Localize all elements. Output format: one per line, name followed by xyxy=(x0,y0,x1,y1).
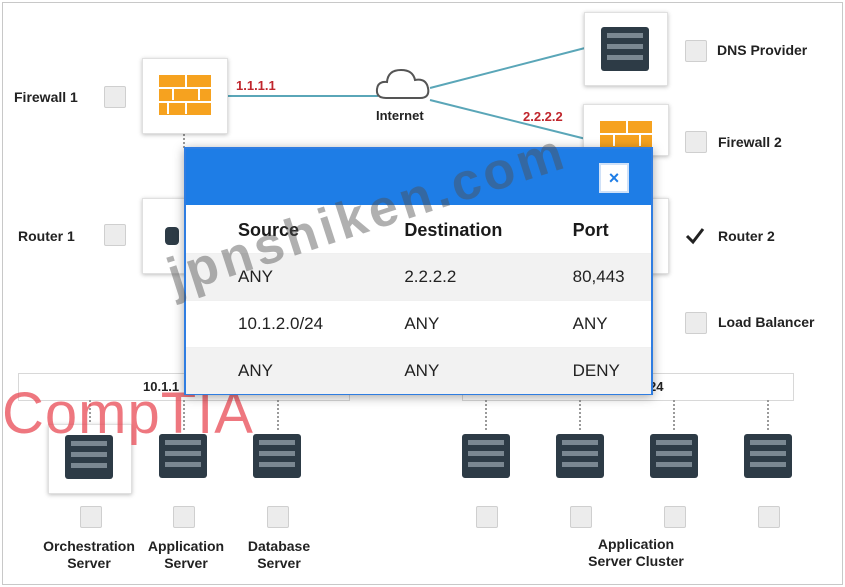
orchestration-server-node xyxy=(48,424,132,494)
application-server-icon xyxy=(159,434,207,478)
subnet-left-label: 10.1.1 xyxy=(143,379,180,394)
server-icon xyxy=(601,27,649,71)
firewall1-label: Firewall 1 xyxy=(14,89,78,105)
drop-line xyxy=(277,400,279,430)
firewall1-node xyxy=(142,58,228,134)
firewall-rules-modal: × Source Destination Port ANY 2.2.2.2 80… xyxy=(184,147,653,395)
table-row: 10.1.2.0/24 ANY ANY xyxy=(186,300,651,348)
modal-header: × xyxy=(186,149,651,205)
dns-provider-label: DNS Provider xyxy=(717,42,808,58)
table-row: ANY 2.2.2.2 80,443 xyxy=(186,253,651,301)
application-server-cluster-label: Application Server Cluster xyxy=(588,536,684,569)
firewall1-checkbox[interactable] xyxy=(104,86,126,108)
router2-label: Router 2 xyxy=(718,228,775,244)
database-server-label: Database Server xyxy=(247,538,311,571)
dns-provider-checkbox[interactable] xyxy=(685,40,707,62)
router1-checkbox[interactable] xyxy=(104,224,126,246)
drop-line xyxy=(89,400,91,430)
dns-provider-node xyxy=(584,12,668,86)
database-server-checkbox[interactable] xyxy=(267,506,289,528)
close-button[interactable]: × xyxy=(599,163,629,193)
firewall2-ip: 2.2.2.2 xyxy=(523,109,563,124)
cluster-server-icon xyxy=(462,434,510,478)
firewall2-checkbox[interactable] xyxy=(685,131,707,153)
cluster-server-icon xyxy=(650,434,698,478)
server-icon xyxy=(65,435,113,479)
table-cell: DENY xyxy=(546,347,651,394)
table-row: ANY ANY DENY xyxy=(186,347,651,394)
cloud-icon xyxy=(375,68,430,99)
table-cell: ANY xyxy=(186,347,369,394)
drop-line xyxy=(485,400,487,430)
drop-line xyxy=(673,400,675,430)
firewall2-label: Firewall 2 xyxy=(718,134,782,150)
table-cell: ANY xyxy=(186,253,369,301)
orchestration-server-label: Orchestration Server xyxy=(43,538,135,571)
drop-line xyxy=(183,400,185,430)
column-header: Destination xyxy=(404,219,503,240)
drop-line xyxy=(767,400,769,430)
database-server-icon xyxy=(253,434,301,478)
cluster-server-checkbox[interactable] xyxy=(570,506,592,528)
load-balancer-label: Load Balancer xyxy=(718,314,815,330)
cluster-server-checkbox[interactable] xyxy=(476,506,498,528)
application-server-checkbox[interactable] xyxy=(173,506,195,528)
router1-label: Router 1 xyxy=(18,228,75,244)
firewall-icon xyxy=(159,75,211,115)
router-icon xyxy=(165,227,179,245)
application-server-label: Application Server xyxy=(147,538,225,571)
cluster-server-checkbox[interactable] xyxy=(664,506,686,528)
table-cell: ANY xyxy=(368,300,547,348)
internet-label: Internet xyxy=(376,108,424,123)
table-cell: 2.2.2.2 xyxy=(368,253,547,301)
cluster-server-icon xyxy=(744,434,792,478)
cluster-server-icon xyxy=(556,434,604,478)
rules-table: Source Destination Port ANY 2.2.2.2 80,4… xyxy=(186,207,651,394)
table-cell: ANY xyxy=(546,300,651,348)
table-header-row: Source Destination Port xyxy=(186,207,651,254)
cluster-server-checkbox[interactable] xyxy=(758,506,780,528)
drop-line xyxy=(579,400,581,430)
router1-node xyxy=(142,198,188,274)
table-cell: 10.1.2.0/24 xyxy=(186,300,369,348)
column-header: Port xyxy=(572,219,609,240)
table-cell: ANY xyxy=(368,347,547,394)
table-cell: 80,443 xyxy=(546,253,651,301)
orchestration-server-checkbox[interactable] xyxy=(80,506,102,528)
load-balancer-checkbox[interactable] xyxy=(685,312,707,334)
firewall1-ip: 1.1.1.1 xyxy=(236,78,276,93)
column-header: Source xyxy=(238,219,300,240)
checkmark-icon[interactable] xyxy=(684,225,706,247)
